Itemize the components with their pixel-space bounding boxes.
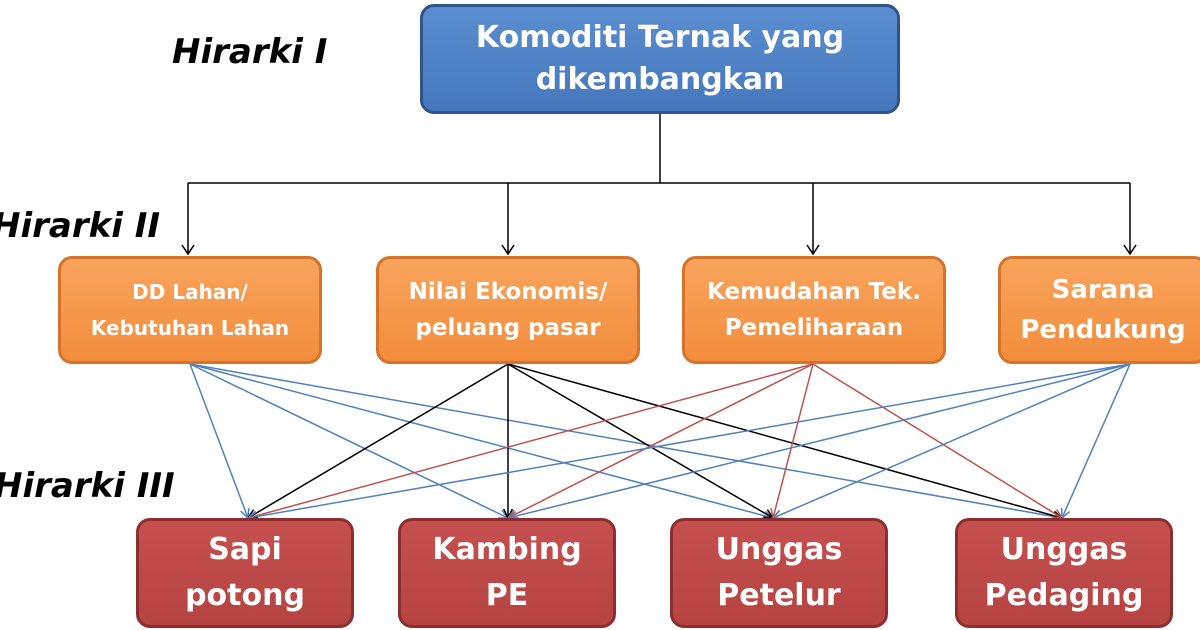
goal-node: Komoditi Ternak yang dikembangkan (420, 4, 900, 114)
top-to-criteria-connectors (181, 114, 1137, 256)
criterion-label: Kemudahan Tek. Pemeliharaan (707, 279, 921, 341)
link-c1-a1 (189, 363, 249, 519)
link-c3-a1 (247, 363, 814, 519)
criterion-arrowhead-2 (501, 244, 515, 256)
link-c2-a3 (507, 363, 774, 519)
link-c4-a1 (247, 363, 1131, 519)
goal-node-label: Komoditi Ternak yang dikembangkan (475, 20, 845, 97)
link-c3-a2 (507, 363, 814, 519)
alternative-label: Sapi potong (185, 532, 305, 613)
criterion-label: Sarana Pendukung (1020, 275, 1186, 345)
link-c2-a4 (507, 363, 1063, 519)
criterion-node-sarana: Sarana Pendukung (998, 256, 1200, 364)
link-c4-a2 (507, 363, 1131, 519)
criterion-node-lahan: DD Lahan/ Kebutuhan Lahan (58, 256, 322, 364)
alternative-node-kambing: Kambing PE (398, 518, 616, 628)
alternative-label: Unggas Petelur (715, 532, 843, 613)
link-c4-a4 (1061, 363, 1131, 519)
link-c3-a3 (772, 363, 814, 519)
criterion-arrowhead-4 (1123, 244, 1137, 256)
hierarchy-level-1-label: Hirarki I (172, 32, 328, 72)
link-c1-a4 (189, 363, 1063, 519)
alternative-label: Unggas Pedaging (984, 532, 1144, 613)
criterion-label: DD Lahan/ Kebutuhan Lahan (90, 280, 290, 340)
link-c3-a4 (812, 363, 1063, 519)
link-c1-a2 (189, 363, 509, 519)
alternative-node-pedaging: Unggas Pedaging (955, 518, 1173, 628)
hierarchy-level-2-label: Hirarki II (0, 206, 160, 246)
alternative-node-sapi: Sapi potong (136, 518, 354, 628)
criterion-node-ekonomis: Nilai Ekonomis/ peluang pasar (376, 256, 640, 364)
criterion-arrowhead-3 (806, 244, 820, 256)
hierarchy-level-3-label: Hirarki III (0, 466, 175, 506)
alternative-node-petelur: Unggas Petelur (670, 518, 888, 628)
criterion-node-pemeliharaan: Kemudahan Tek. Pemeliharaan (682, 256, 946, 364)
link-c1-a3 (189, 363, 774, 519)
alternative-label: Kambing PE (432, 532, 582, 613)
criterion-arrowhead-1 (181, 244, 195, 256)
link-c2-a1 (247, 363, 509, 519)
criteria-to-alternatives-connectors (189, 363, 1131, 522)
link-c4-a3 (772, 363, 1131, 519)
criterion-label: Nilai Ekonomis/ peluang pasar (408, 279, 608, 341)
